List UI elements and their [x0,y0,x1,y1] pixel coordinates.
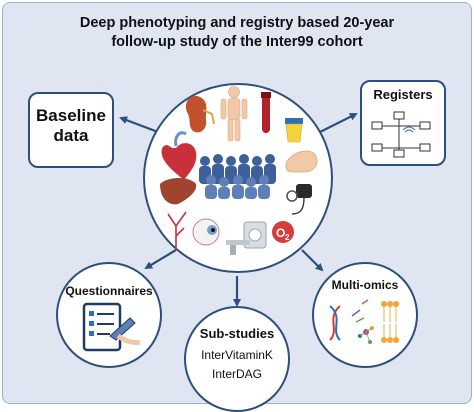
heart-icon [161,131,197,180]
multiomics-label: Multi-omics [331,278,399,292]
substudies-label: Sub-studies [199,326,275,341]
kidney-icon [185,95,215,133]
arrow-to-questionnaires [144,249,177,270]
questionnaire-icon [82,302,141,352]
baseline-label: Baseline data [30,106,112,146]
title-line-2: follow-up study of the Inter99 cohort [111,34,363,50]
substudies-circle: Sub-studies InterVitaminK InterDAG [184,306,290,412]
blood-pressure-icon [286,184,312,215]
ct-scanner-icon [226,221,267,255]
arrow-to-baseline [119,116,159,134]
blood-tube-icon [261,92,271,133]
baseline-line-2: data [53,126,89,145]
oxygen-label: O [276,226,285,240]
arrow-to-multiomics [301,249,324,272]
dna-icon [329,305,341,341]
vessels-icon [167,211,187,250]
questionnaires-label: Questionnaires [65,284,153,298]
lipid-membrane-icon [381,301,399,343]
oxygen-subscript: 2 [285,233,290,242]
registers-label: Registers [373,87,433,102]
urine-cup-icon [285,118,303,143]
liver-icon [160,178,197,205]
human-body-icon [220,86,248,142]
registers-box: Registers [360,80,446,166]
baseline-data-box: Baseline data [28,92,114,168]
baseline-line-1: Baseline [36,106,106,125]
eye-icon [192,218,220,246]
diagram-title: Deep phenotyping and registry based 20-y… [40,14,434,52]
substudy-item-1: InterVitaminK [201,348,273,362]
arm-icon [285,150,318,173]
multiomics-circle: Multi-omics [312,262,418,368]
oxygen-icon: O 2 [272,221,294,243]
molecules-icon [351,299,374,344]
title-line-1: Deep phenotyping and registry based 20-y… [79,15,395,31]
computer-network-icon [371,111,431,158]
substudy-item-2: InterDAG [211,367,262,381]
arrow-to-registers [319,113,358,133]
crowd-icon [199,154,276,199]
